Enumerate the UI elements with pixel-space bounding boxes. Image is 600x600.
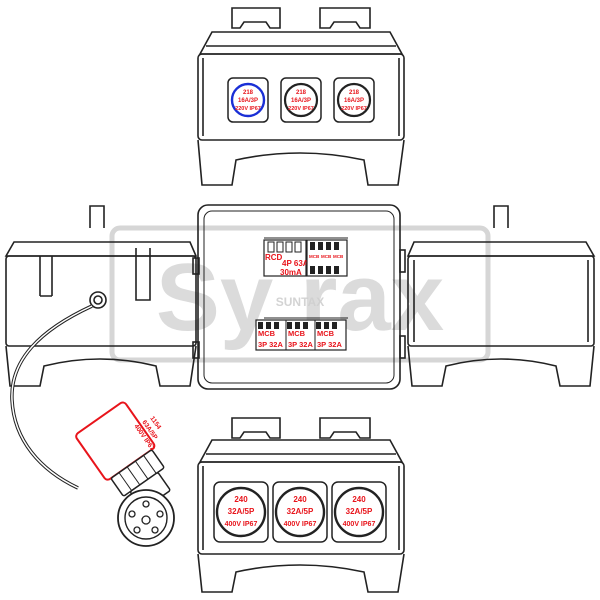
left-side-view [4,205,198,387]
top-socket-2: 218 16A/3P 220V IP67 [280,77,322,123]
power-cable [10,304,93,490]
bottom-socket-1: 240 32A/5P 400V IP67 [213,481,269,543]
industrial-plug: 1154 63A/5P 400V IP67 [75,401,175,547]
mcb-1-rating: 3P 32A [258,340,283,349]
top-socket-1: 218 16A/3P 220V IP67 [227,77,269,123]
top-socket-1-line2: 16A/3P [238,98,258,104]
mcb-3-label: MCB [317,329,335,338]
bottom-socket-3: 240 32A/5P 400V IP67 [331,481,387,543]
center-panel [192,204,406,390]
bottom-box [197,417,405,593]
mcb-2-label: MCB [288,329,306,338]
aux-label-2: MCB [321,254,332,259]
mcb-1-label: MCB [258,329,276,338]
aux-label-3: MCB [333,254,344,259]
top-socket-3-line2: 16A/3P [344,98,364,104]
rcd-sensitivity: 30mA [280,268,302,277]
top-socket-3-line3: 220V IP67 [341,106,367,112]
rcd-module: RCD 4P 63A 30mA [263,239,309,277]
bottom-socket-3-line2: 32A/5P [346,507,373,516]
bottom-socket-1-line1: 240 [234,495,248,504]
bottom-socket-1-line2: 32A/5P [228,507,255,516]
mcb-2-rating: 3P 32A [288,340,313,349]
bottom-socket-2: 240 32A/5P 400V IP67 [272,481,328,543]
top-socket-3: 218 16A/3P 220V IP67 [333,77,375,123]
top-socket-1-line3: 220V IP67 [235,106,261,112]
right-side-view [406,205,596,387]
bottom-socket-3-line1: 240 [352,495,366,504]
top-socket-1-line1: 218 [243,90,254,96]
bottom-socket-2-line3: 400V IP67 [284,521,317,528]
top-socket-2-line2: 16A/3P [291,98,311,104]
top-socket-2-line1: 218 [296,90,307,96]
mcb-row: MCB 3P 32A MCB 3P 32A MCB 3P 32A [255,319,347,351]
aux-label-1: MCB [309,254,320,259]
bottom-socket-1-line3: 400V IP67 [225,521,258,528]
bottom-socket-3-line3: 400V IP67 [343,521,376,528]
aux-breakers: MCB MCB MCB [306,239,348,277]
mcb-3-rating: 3P 32A [317,340,342,349]
bottom-socket-2-line2: 32A/5P [287,507,314,516]
watermark-sub: SUNTAX [276,295,324,309]
top-socket-3-line1: 218 [349,90,360,96]
top-socket-2-line3: 220V IP67 [288,106,314,112]
rcd-rating: 4P 63A [282,259,309,268]
top-box [197,7,405,186]
rcd-label: RCD [265,253,283,262]
bottom-socket-2-line1: 240 [293,495,307,504]
